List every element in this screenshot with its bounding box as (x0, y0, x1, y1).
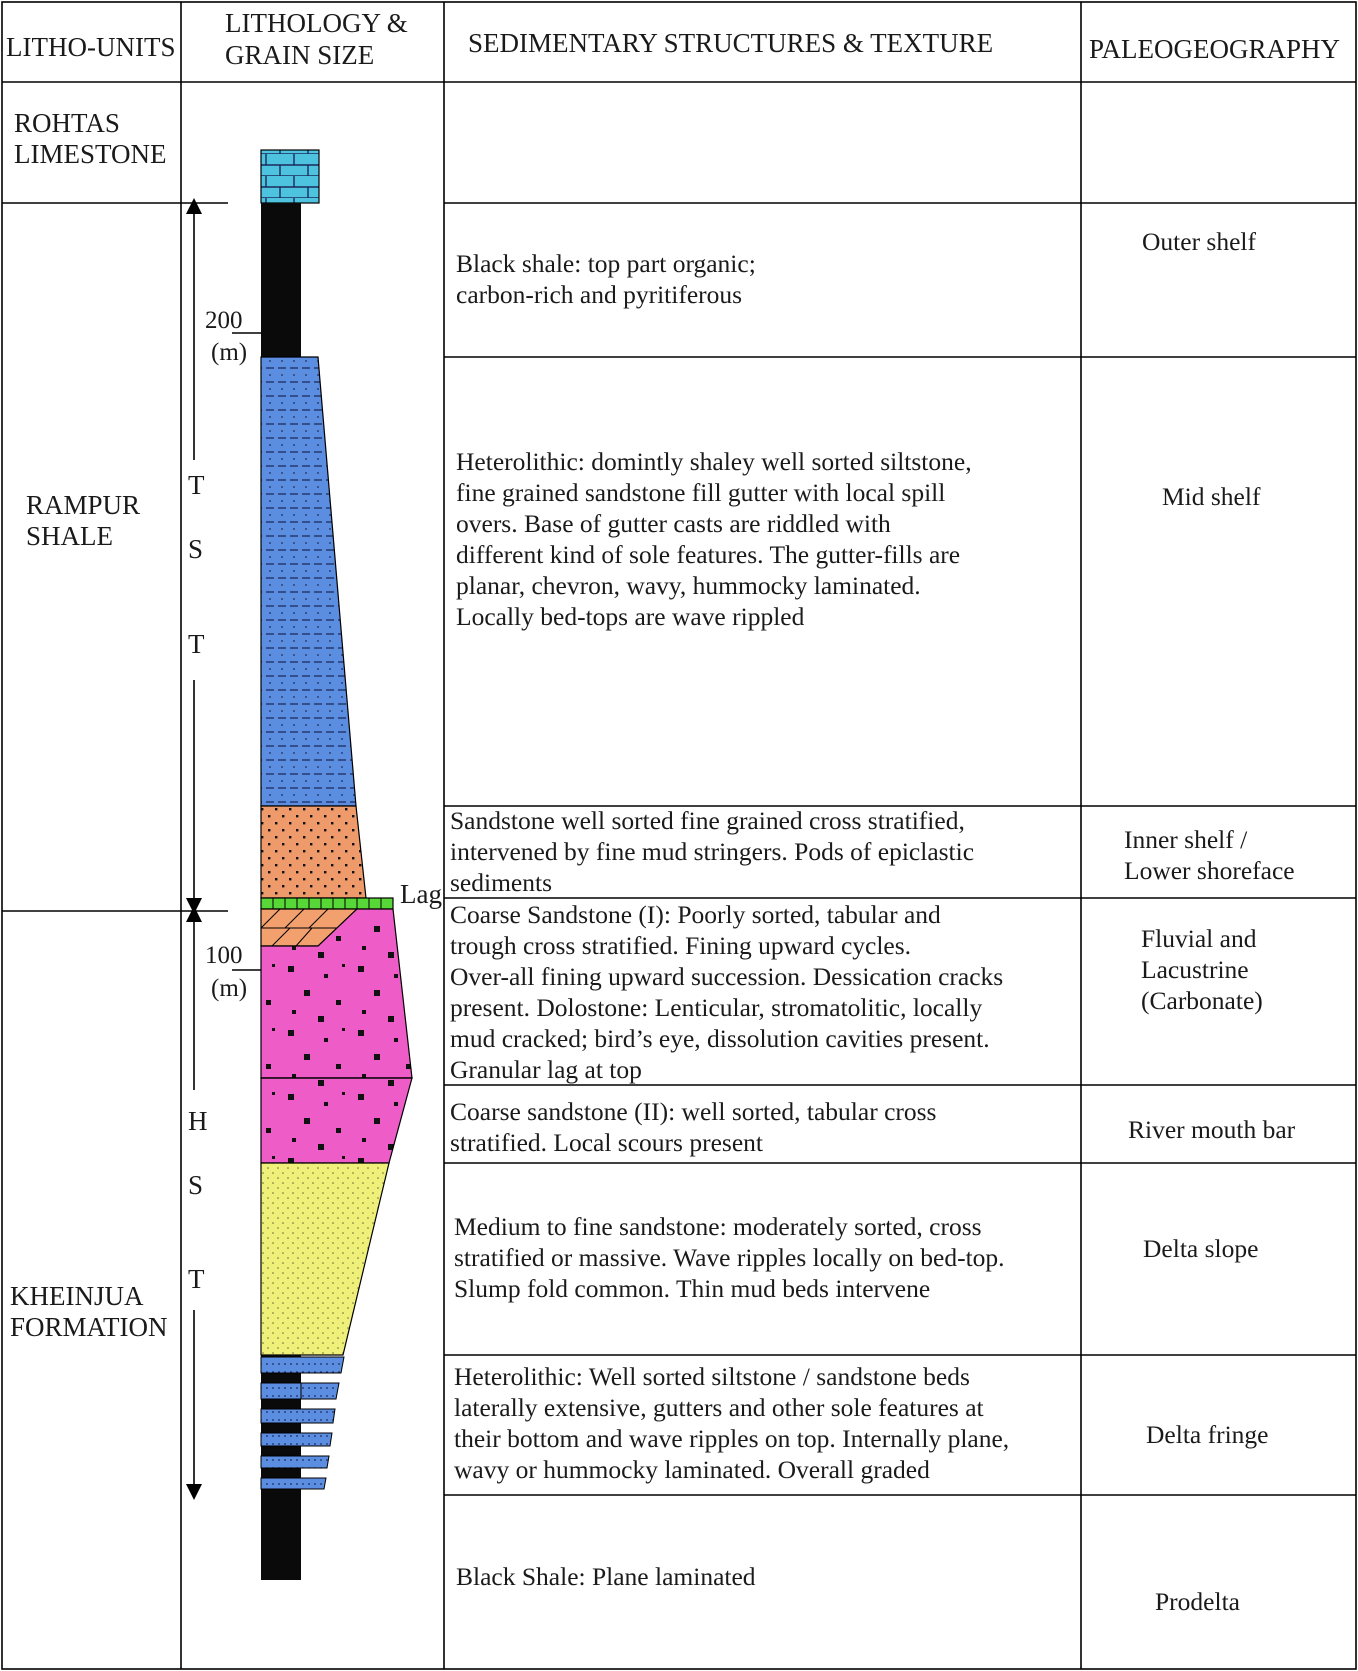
unit-rampur-line1: RAMPUR (26, 490, 140, 520)
dolostone-pattern (260, 908, 338, 947)
row4-structures-line4: present. Dolostone: Lenticular, stromato… (450, 993, 982, 1022)
row3-paleogeography-line1: Inner shelf / (1124, 825, 1248, 854)
lag-ticks (272, 898, 382, 909)
thin-sandstone-bed-6 (260, 1455, 330, 1469)
table-headers: LITHO-UNITS LITHOLOGY & GRAIN SIZE SEDIM… (6, 8, 1340, 70)
row4-paleogeography-line1: Fluvial and (1141, 924, 1257, 953)
row3-structures-line1: Sandstone well sorted fine grained cross… (450, 806, 965, 835)
paleogeography-column: Outer shelf Mid shelf Inner shelf / Lowe… (1124, 227, 1296, 1616)
header-paleogeography: PALEOGEOGRAPHY (1089, 34, 1340, 64)
row2-structures-line4: different kind of sole features. The gut… (456, 540, 960, 569)
row4-structures-line1: Coarse Sandstone (I): Poorly sorted, tab… (450, 900, 941, 929)
unit-rampur-line2: SHALE (26, 521, 113, 551)
medium-sandstone-bed (260, 1162, 390, 1356)
row3-paleogeography-line2: Lower shoreface (1124, 856, 1295, 885)
row2-structures-line2: fine grained sandstone fill gutter with … (456, 478, 945, 507)
row2-structures-line3: overs. Base of gutter casts are riddled … (456, 509, 891, 538)
row3-structures-line2: intervened by fine mud stringers. Pods o… (450, 837, 974, 866)
thin-sandstone-bed-3 (260, 1382, 302, 1400)
row1-structures-line2: carbon-rich and pyritiferous (456, 280, 742, 309)
header-litho-units: LITHO-UNITS (6, 32, 175, 62)
row7-structures-line1: Heterolithic: Well sorted siltstone / sa… (454, 1362, 970, 1391)
row1-paleogeography: Outer shelf (1142, 227, 1257, 256)
row3-structures-line3: sediments (450, 868, 552, 897)
scale-200-value: 200 (205, 307, 243, 334)
systems-tracts: T S T H S T (186, 198, 208, 1500)
limestone-bed (260, 149, 320, 204)
row6-structures-line2: stratified or massive. Wave ripples loca… (454, 1243, 1005, 1272)
row6-structures-line1: Medium to fine sandstone: moderately sor… (454, 1212, 982, 1241)
scale-200-unit: (m) (211, 339, 247, 366)
row4-structures-line3: Over-all fining upward succession. Dessi… (450, 962, 1003, 991)
row8-paleogeography: Prodelta (1155, 1587, 1240, 1616)
row7-paleogeography: Delta fringe (1146, 1420, 1268, 1449)
row4-paleogeography-line2: Lacustrine (1141, 955, 1249, 984)
scale-100-value: 100 (205, 942, 243, 969)
lag-bed (260, 897, 394, 910)
thin-sandstone-bed-5 (260, 1432, 333, 1447)
coarse-sandstone-2-bed (260, 1077, 413, 1164)
litho-unit-labels: ROHTAS LIMESTONE RAMPUR SHALE KHEINJUA F… (10, 108, 168, 1342)
unit-kheinjua-line2: FORMATION (10, 1312, 168, 1342)
hst-letter-1: H (188, 1106, 208, 1136)
thin-sandstone-bed-2 (300, 1382, 340, 1400)
row8-structures-line1: Black Shale: Plane laminated (456, 1562, 756, 1591)
row7-structures-line3: their bottom and wave ripples on top. In… (454, 1424, 1009, 1453)
row4-paleogeography-line3: (Carbonate) (1141, 986, 1263, 1015)
structures-column: Black shale: top part organic; carbon-ri… (450, 249, 1009, 1591)
row6-structures-line3: Slump fold common. Thin mud beds interve… (454, 1274, 930, 1303)
row2-paleogeography: Mid shelf (1162, 482, 1261, 511)
scale-100-unit: (m) (211, 975, 247, 1002)
header-structures: SEDIMENTARY STRUCTURES & TEXTURE (468, 28, 993, 58)
row4-structures-line6: Granular lag at top (450, 1055, 642, 1084)
row7-structures-line4: wavy or hummocky laminated. Overall grad… (454, 1455, 930, 1484)
row1-structures-line1: Black shale: top part organic; (456, 249, 756, 278)
lag-label: Lag (400, 879, 442, 909)
unit-rohtas-line2: LIMESTONE (14, 139, 167, 169)
depth-scale: 200 (m) 100 (m) (205, 307, 262, 1002)
tst-letter-3: T (188, 629, 205, 659)
hst-letter-2: S (188, 1170, 203, 1200)
header-lithology-line2: GRAIN SIZE (225, 40, 374, 70)
header-lithology-line1: LITHOLOGY & (225, 8, 408, 38)
heterolithic-upper-bed (260, 356, 357, 807)
tst-letter-2: S (188, 534, 203, 564)
fine-sandstone-bed (260, 805, 367, 899)
thin-sandstone-bed-1 (260, 1356, 345, 1374)
black-shale-top-bed (261, 203, 301, 357)
hst-letter-3: T (188, 1264, 205, 1294)
row2-structures-line6: Locally bed-tops are wave rippled (456, 602, 805, 631)
unit-rohtas-line1: ROHTAS (14, 108, 120, 138)
row5-structures-line2: stratified. Local scours present (450, 1128, 763, 1157)
row5-structures-line1: Coarse sandstone (II): well sorted, tabu… (450, 1097, 936, 1126)
row6-paleogeography: Delta slope (1143, 1234, 1258, 1263)
row4-structures-line2: trough cross stratified. Fining upward c… (450, 931, 911, 960)
row2-structures-line5: planar, chevron, wavy, hummocky laminate… (456, 571, 921, 600)
thin-sandstone-bed-4 (260, 1408, 336, 1424)
tst-letter-1: T (188, 470, 205, 500)
row4-structures-line5: mud cracked; bird’s eye, dissolution cav… (450, 1024, 990, 1053)
row5-paleogeography: River mouth bar (1128, 1115, 1296, 1144)
row7-structures-line2: laterally extensive, gutters and other s… (454, 1393, 984, 1422)
unit-kheinjua-line1: KHEINJUA (10, 1281, 144, 1311)
thin-sandstone-bed-7 (260, 1477, 327, 1490)
row2-structures-line1: Heterolithic: domintly shaley well sorte… (456, 447, 972, 476)
lithology-column (260, 149, 413, 1580)
